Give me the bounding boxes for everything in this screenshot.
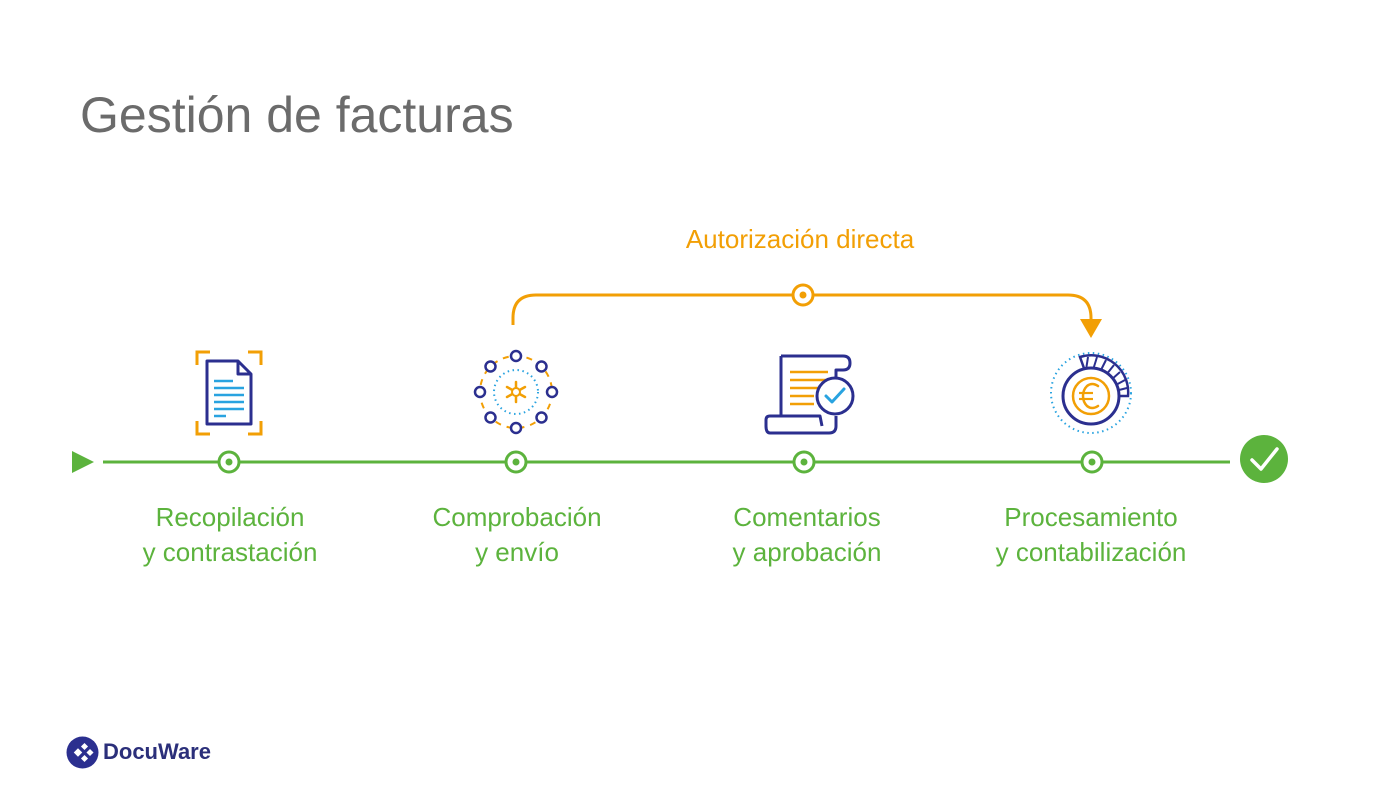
step-label-4-line2: y contabilización [995, 537, 1187, 567]
step-label-2: Comprobación y envío [387, 500, 647, 570]
step-label-1-line1: Recopilación [155, 502, 305, 532]
step-label-1-line2: y contrastación [142, 537, 318, 567]
network-hub-icon [473, 349, 559, 435]
step-label-3-line2: y aprobación [732, 537, 882, 567]
step-label-2-line2: y envío [475, 537, 559, 567]
step-label-4-line1: Procesamiento [1004, 502, 1178, 532]
milestone-4 [1080, 450, 1104, 474]
docuware-logo-icon [66, 736, 99, 768]
euro-coin-icon [1050, 352, 1132, 434]
step-label-3-line1: Comentarios [733, 502, 881, 532]
milestone-2 [504, 450, 528, 474]
page-title: Gestión de facturas [80, 87, 514, 143]
step-label-2-line1: Comprobación [432, 502, 602, 532]
step-label-4: Procesamiento y contabilización [961, 500, 1221, 570]
check-icon [1240, 435, 1288, 483]
milestone-3 [792, 450, 816, 474]
bypass-arrow [511, 283, 1102, 338]
step-label-3: Comentarios y aprobación [677, 500, 937, 570]
start-arrow-icon [72, 451, 94, 473]
timeline [72, 435, 1288, 483]
approved-scroll-icon [764, 354, 855, 435]
bypass-label: Autorización directa [685, 224, 915, 254]
milestone-1 [217, 450, 241, 474]
document-scan-icon [195, 350, 263, 436]
step-label-1: Recopilación y contrastación [100, 500, 360, 570]
docuware-logo: DocuWare [66, 735, 211, 769]
docuware-logo-text: DocuWare [103, 739, 211, 764]
